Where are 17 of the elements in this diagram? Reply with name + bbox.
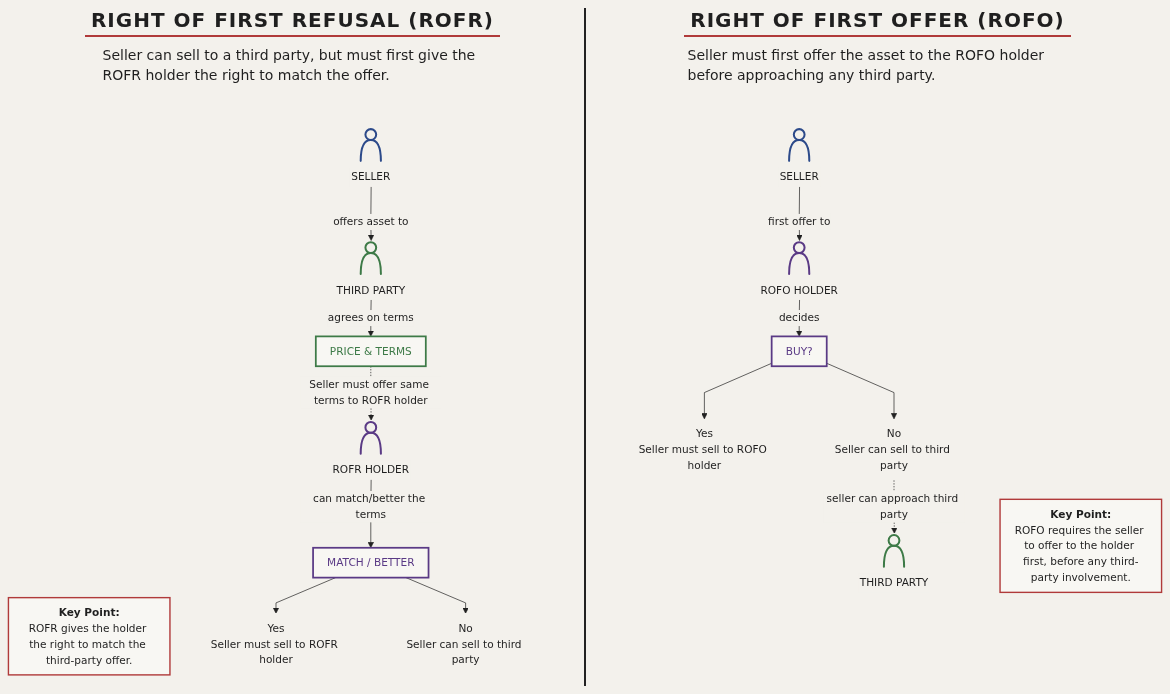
edge-label: offers asset to <box>333 213 409 230</box>
decision-box: MATCH / BETTER <box>312 546 430 579</box>
edge-label: decides <box>778 310 820 326</box>
key-point-note: Key Point: ROFR gives the holder the right to match the third-party offer. <box>7 596 171 676</box>
outcome-text: Yes Seller must sell to ROFO holder <box>638 427 767 472</box>
outcome-text: No Seller can sell to third party <box>834 427 950 472</box>
edge-label: first offer to <box>768 213 831 230</box>
panel-description: Seller must first offer the asset to the ROFO holder before approaching any third party. <box>687 46 1046 86</box>
panel-description: Seller can sell to a third party, but must first give the ROFR holder the right to match the offer. <box>102 46 477 86</box>
decision-box: BUY? <box>770 335 828 368</box>
edge-label: agrees on terms <box>327 310 414 326</box>
panel-title: RIGHT OF FIRST OFFER (ROFO) <box>684 8 1071 37</box>
outcome-text: No Seller can sell to third party <box>406 621 522 667</box>
outcome-text: Yes Seller must sell to ROFR holder <box>210 621 338 667</box>
panel-title: RIGHT OF FIRST REFUSAL (ROFR) <box>84 8 500 37</box>
key-point-note: Key Point: ROFO requires the seller to offer to the holder first, before any third-party involvement. <box>999 498 1163 594</box>
process-box: PRICE & TERMS <box>314 335 427 368</box>
